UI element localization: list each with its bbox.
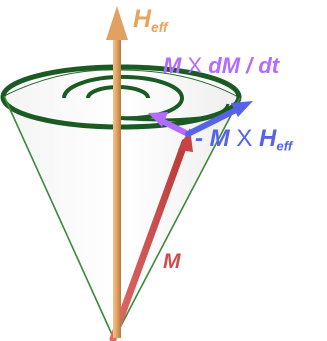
- precession-cross: X: [236, 125, 253, 152]
- cone-right-edge: [113, 97, 241, 340]
- heff-subscript: eff: [151, 19, 168, 35]
- damping-arrow-head: [148, 112, 168, 127]
- magnetization-label: M: [163, 250, 181, 273]
- precession-symbol: H: [259, 125, 277, 152]
- magnetization-arrow-shaft: [109, 138, 189, 341]
- damping-term-b: dM / dt: [208, 53, 280, 78]
- precession-arrow-shaft: [185, 107, 239, 137]
- precession-prefix: - M: [195, 125, 230, 152]
- cone-body: [3, 69, 241, 341]
- cone-left-edge: [3, 95, 115, 340]
- precession-label: - M X Heff: [195, 127, 292, 153]
- precession-arrow-head: [231, 101, 253, 117]
- heff-symbol: H: [133, 5, 152, 33]
- spiral-path: [117, 103, 230, 122]
- damping-label: M X dM / dt: [163, 55, 279, 77]
- damping-term-a: M: [163, 53, 182, 78]
- heff-label: Heff: [133, 7, 168, 35]
- heff-arrow-head: [106, 6, 128, 40]
- heff-arrow-shaft: [113, 38, 121, 338]
- precession-subscript: eff: [276, 138, 293, 154]
- damping-cross: X: [187, 53, 203, 78]
- damping-arrow-shaft: [159, 118, 191, 137]
